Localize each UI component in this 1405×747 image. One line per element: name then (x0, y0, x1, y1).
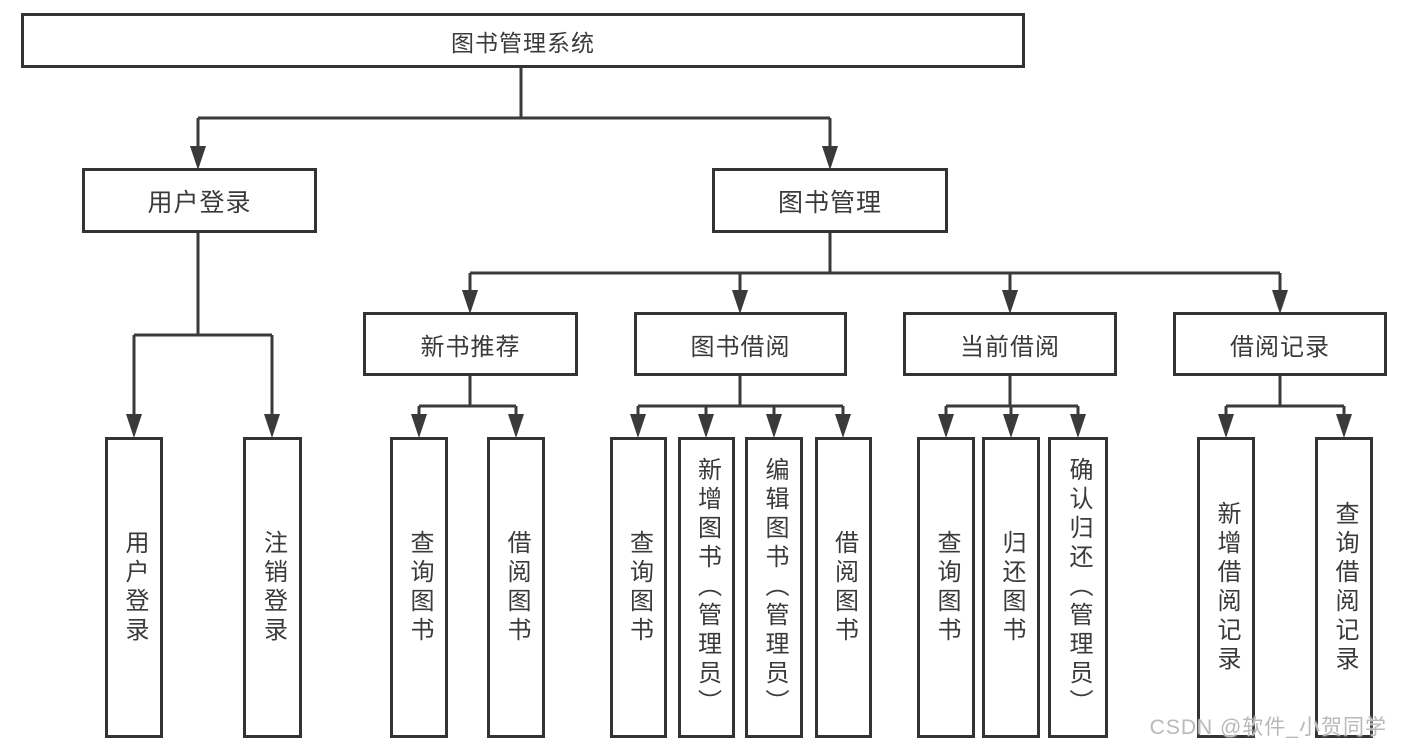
leaf-borrow-books: 借阅图书 (815, 437, 872, 738)
leaf-logout: 注销登录 (243, 437, 302, 738)
leaf-label: 确认归还（管理员） (1065, 457, 1092, 718)
leaf-label: 新增图书（管理员） (693, 457, 721, 718)
leaf-label: 归还图书 (998, 529, 1025, 646)
node-borrowing-records: 借阅记录 (1173, 312, 1387, 376)
leaf-add-borrow-record: 新增借阅记录 (1197, 437, 1255, 738)
csdn-watermark: CSDN @软件_小贺同学 (1149, 716, 1387, 739)
node-new-book-recommendation: 新书推荐 (363, 312, 578, 376)
leaf-label: 编辑图书（管理员） (761, 457, 788, 718)
leaf-query-books-current: 查询图书 (917, 437, 975, 738)
leaf-label: 查询图书 (933, 529, 960, 646)
node-label: 图书管理系统 (451, 29, 595, 56)
node-user-login: 用户登录 (82, 168, 317, 233)
leaf-label: 查询图书 (625, 529, 653, 646)
leaf-edit-book-admin: 编辑图书（管理员） (745, 437, 803, 738)
leaf-label: 注销登录 (259, 529, 287, 646)
leaf-label: 借阅图书 (830, 529, 858, 646)
leaf-query-books-recommend: 查询图书 (390, 437, 448, 738)
leaf-borrow-books-recommend: 借阅图书 (487, 437, 545, 738)
node-label: 借阅记录 (1230, 333, 1330, 361)
leaf-query-books-borrow: 查询图书 (610, 437, 667, 738)
leaf-label: 新增借阅记录 (1213, 500, 1240, 675)
leaf-return-book: 归还图书 (982, 437, 1040, 738)
node-book-management: 图书管理 (712, 168, 948, 233)
node-label: 图书借阅 (690, 333, 791, 361)
node-label: 图书管理 (777, 188, 882, 217)
node-current-borrowing: 当前借阅 (903, 312, 1117, 376)
leaf-confirm-return-admin: 确认归还（管理员） (1048, 437, 1108, 738)
node-label: 用户登录 (147, 188, 252, 217)
node-book-borrowing: 图书借阅 (634, 312, 847, 376)
leaf-label: 用户登录 (121, 529, 148, 646)
leaf-add-book-admin: 新增图书（管理员） (678, 437, 735, 738)
leaf-user-login: 用户登录 (105, 437, 163, 738)
node-label: 当前借阅 (960, 333, 1060, 361)
node-label: 新书推荐 (420, 333, 521, 361)
leaf-label: 借阅图书 (503, 529, 530, 646)
node-library-management-system: 图书管理系统 (21, 13, 1025, 68)
leaf-query-borrow-record: 查询借阅记录 (1315, 437, 1373, 738)
leaf-label: 查询借阅记录 (1331, 500, 1358, 675)
leaf-label: 查询图书 (406, 529, 433, 646)
